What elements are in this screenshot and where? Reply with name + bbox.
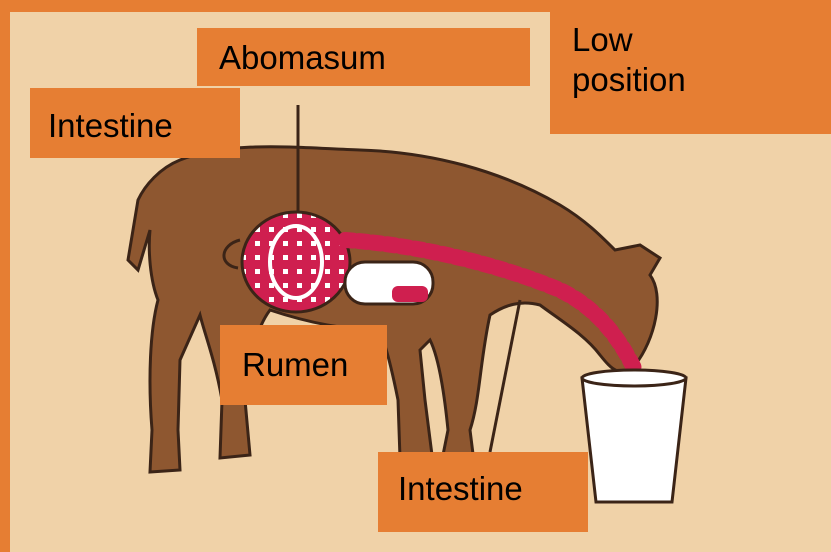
label-low-position-line1: Low xyxy=(572,20,831,60)
label-intestine-top: Intestine xyxy=(30,88,240,158)
label-low-position: Low position xyxy=(550,12,831,134)
bucket-rim xyxy=(582,370,686,386)
label-low-position-line2: position xyxy=(572,60,831,100)
rumen-organ-red xyxy=(392,286,428,302)
label-rumen: Rumen xyxy=(220,325,387,405)
bucket-icon xyxy=(582,378,686,502)
label-abomasum: Abomasum xyxy=(197,28,530,86)
pointer-line xyxy=(490,300,520,452)
label-intestine-bottom: Intestine xyxy=(378,452,588,532)
